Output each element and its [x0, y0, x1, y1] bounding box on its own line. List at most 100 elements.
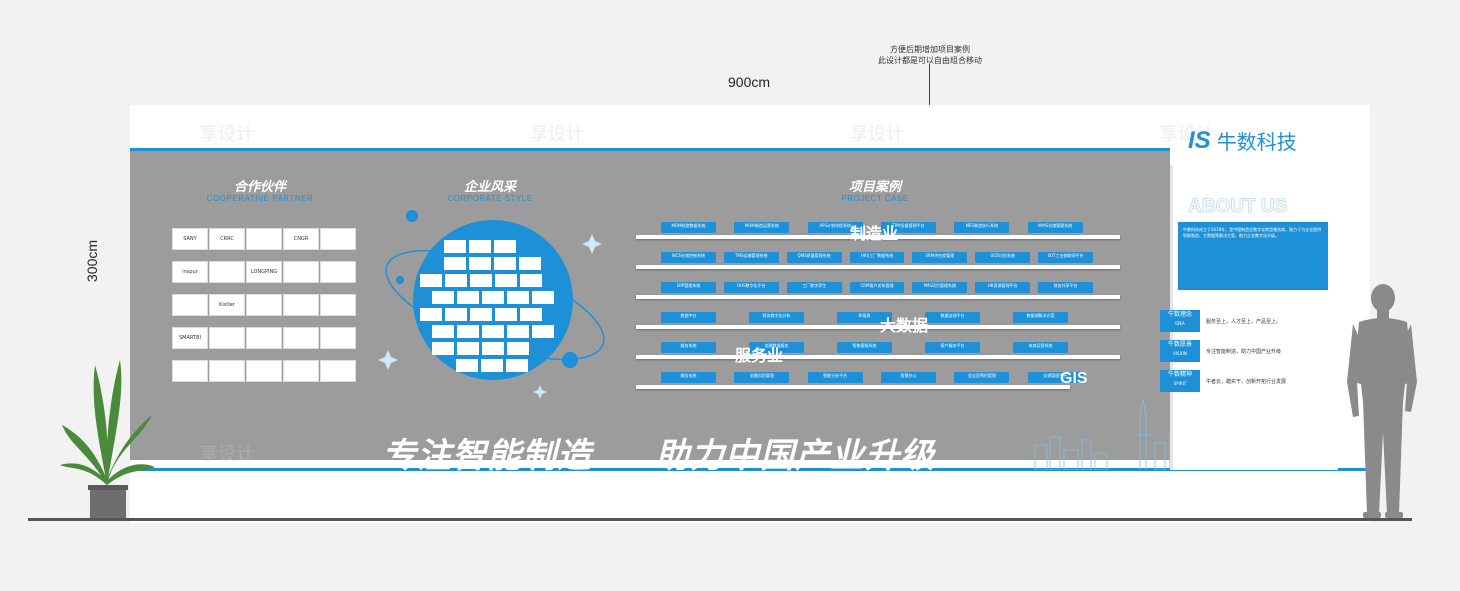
value-tag: 牛数理念 IDEA — [1160, 310, 1200, 332]
photo-frame — [482, 325, 504, 338]
photo-frame — [494, 257, 516, 270]
watermark: 享设计 — [530, 124, 584, 145]
partner-logo: LONGPING — [246, 261, 282, 283]
photo-frame — [469, 240, 491, 253]
photo-frame — [445, 274, 467, 287]
display-shelf — [636, 235, 1120, 239]
partner-logo: inspur — [172, 261, 208, 283]
photo-frame — [470, 308, 492, 321]
slogan-part2: 助力中国产业升级 — [655, 436, 935, 476]
value-name-en: IDEA — [1175, 321, 1185, 326]
photo-frame — [457, 342, 479, 355]
photo-frame — [495, 274, 517, 287]
project-case-card: BI报表 — [837, 312, 892, 323]
photo-frame — [482, 291, 504, 304]
style-subtitle: CORPORATE STYLE — [447, 194, 533, 203]
photo-frame — [470, 274, 492, 287]
photo-frame — [507, 325, 529, 338]
project-case-card: 金融风险管理 — [734, 372, 790, 383]
corporate-photo-collage — [378, 210, 605, 399]
project-case-card: ERP管理系统 — [661, 282, 716, 293]
height-dimension: 300cm — [84, 239, 100, 282]
photo-frame — [432, 325, 454, 338]
project-case-card: 会议室预约管理 — [954, 372, 1010, 383]
project-case-card: TPM设备管理平台 — [881, 222, 936, 233]
partner-logo — [246, 327, 282, 349]
partner-logo — [172, 360, 208, 382]
partner-logo — [320, 360, 356, 382]
watermark: 享设计 — [1160, 124, 1214, 145]
photo-frame — [494, 240, 516, 253]
partner-logo — [209, 327, 245, 349]
project-case-card: CRM客户关系管理 — [849, 282, 905, 293]
partner-logo: CNGR — [283, 228, 319, 250]
photo-frame — [420, 308, 442, 321]
partners-title: 合作伙伴 — [233, 180, 286, 195]
watermark: 享设计 — [200, 124, 254, 145]
project-case-card: 数据湖解决方案 — [1013, 312, 1068, 323]
project-case-card: MOM制造运营系统 — [734, 222, 790, 233]
photo-frame — [520, 308, 542, 321]
project-case-card: 财务数字化分析 — [749, 312, 804, 323]
project-case-card: 电商运营系统 — [1013, 342, 1068, 353]
category-gis: GIS — [1060, 370, 1088, 387]
partner-logo — [283, 327, 319, 349]
photo-frame — [420, 274, 442, 287]
partner-logo — [246, 228, 282, 250]
photo-frame — [519, 257, 541, 270]
value-name-en: SPIRIT — [1173, 381, 1187, 386]
project-case-card: QMS质量管理系统 — [786, 252, 842, 263]
photo-frame — [469, 257, 491, 270]
partner-logo — [283, 294, 319, 316]
slogan-part1: 专注智能制造 — [382, 436, 592, 476]
project-case-card: 智能客服系统 — [837, 342, 892, 353]
bottom-accent-line — [130, 468, 1370, 471]
watermark: 享设计 — [850, 124, 904, 145]
photo-frame — [457, 291, 479, 304]
person-silhouette-scale — [1347, 284, 1417, 518]
project-case-card: OHS数字化平台 — [723, 282, 779, 293]
display-shelf — [636, 325, 1120, 329]
display-shelf — [636, 265, 1120, 269]
project-case-card: WCS仓储控制系统 — [661, 252, 716, 263]
value-name: 牛数理念 — [1167, 311, 1192, 318]
value-name: 牛数精神 — [1167, 371, 1192, 378]
partner-logo: SMARTBI — [172, 327, 208, 349]
partner-logo — [172, 294, 208, 316]
cases-subtitle: PROJECT CASE — [841, 194, 909, 203]
design-note-line1: 方便后期增加项目案例 — [890, 45, 970, 54]
partner-logo — [209, 360, 245, 382]
top-accent-line — [130, 148, 1170, 151]
photo-frame — [444, 257, 466, 270]
floor-line — [28, 518, 1412, 521]
project-case-card: MES制造执行系统 — [954, 222, 1010, 233]
project-case-card: 智能分析平台 — [807, 372, 863, 383]
photo-frame — [432, 291, 454, 304]
project-case-card: WMS仓储管理系统 — [1027, 222, 1083, 233]
project-case-card: 金融数据服务 — [749, 342, 804, 353]
project-case-card: TMS运输管理系统 — [723, 252, 779, 263]
design-note: 方便后期增加项目案例 此设计都是可以自由组合移动 — [850, 44, 1010, 66]
value-text: 服务至上，人才至上，产品至上。 — [1206, 318, 1282, 325]
category-bigdata: 大数据 — [880, 316, 929, 335]
photo-frame — [456, 359, 478, 372]
value-item: 牛数理念 IDEA 服务至上，人才至上，产品至上。 — [1160, 310, 1340, 332]
watermark: 享设计 — [200, 444, 254, 465]
partner-logo — [209, 261, 245, 283]
project-case-card: IIOT工业物联网平台 — [1038, 252, 1093, 263]
photo-frame — [445, 308, 467, 321]
photo-frame — [532, 325, 554, 338]
project-case-card: HRS工厂数据系统 — [849, 252, 905, 263]
partner-logo — [320, 228, 356, 250]
partner-logo — [283, 261, 319, 283]
photo-frame — [506, 359, 528, 372]
partner-logo — [246, 360, 282, 382]
display-shelf — [636, 385, 1070, 389]
cases-title: 项目案例 — [848, 180, 901, 195]
category-manufacturing: 制造业 — [850, 224, 899, 243]
value-name-en: VISION — [1173, 351, 1187, 356]
about-description: 牛数科技成立于2018年，是中国制造业数字化转型服务商，致力于为企业提供智能制造… — [1178, 222, 1328, 290]
partner-logo — [320, 294, 356, 316]
